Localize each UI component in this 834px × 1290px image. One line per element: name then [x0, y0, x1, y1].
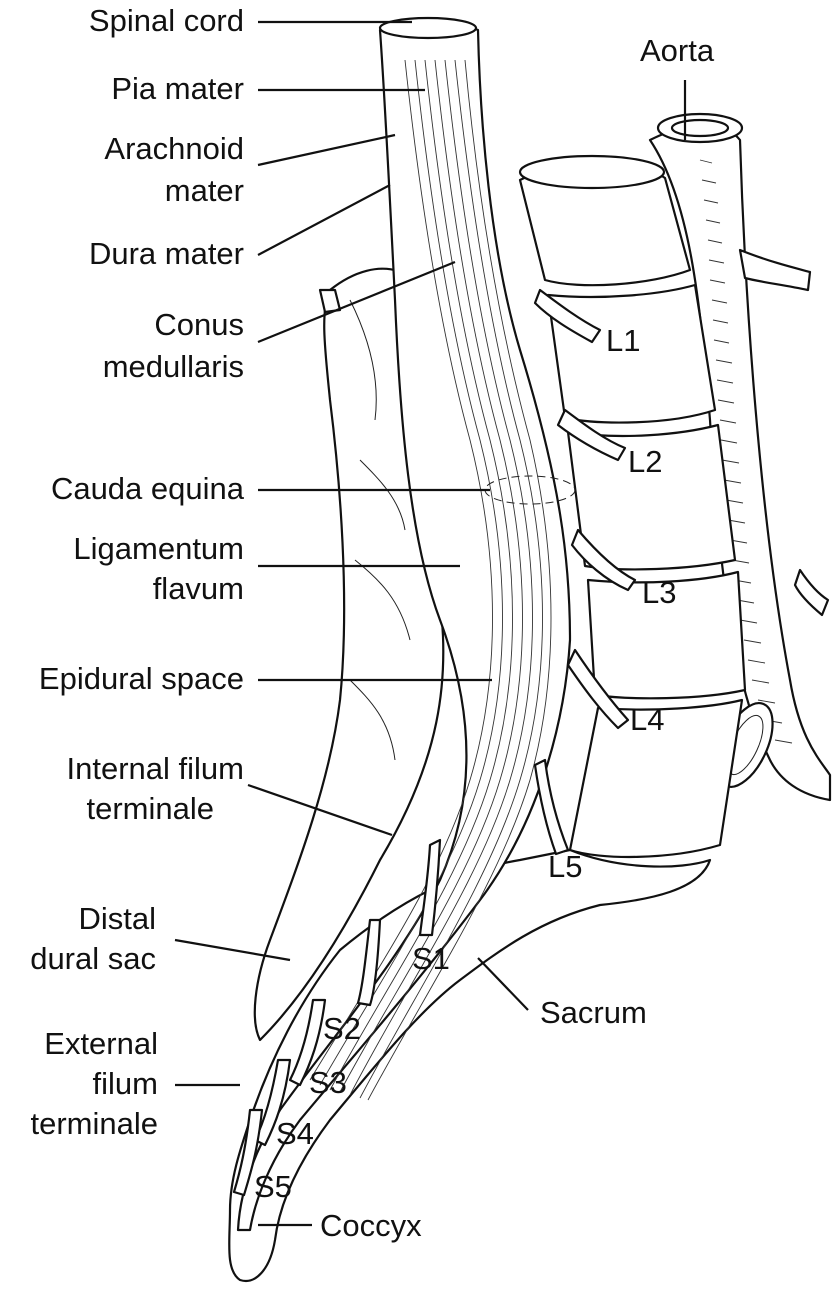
label-dura-mater: Dura mater	[88, 236, 244, 271]
leader-lines	[174, 20, 687, 1227]
label-L2: L2	[628, 444, 663, 479]
label-ligamentum-line1: Ligamentum	[73, 531, 244, 566]
sacrum-bone	[228, 848, 712, 1283]
label-pia-mater: Pia mater	[111, 71, 244, 106]
label-S5: S5	[254, 1169, 292, 1204]
label-L3: L3	[642, 575, 677, 610]
label-internal-filum-line1: Internal filum	[66, 751, 244, 786]
label-conus-line2: medullaris	[102, 349, 244, 384]
label-aorta: Aorta	[640, 33, 715, 68]
label-internal-filum-line2: terminale	[86, 791, 215, 826]
dural-sac	[236, 16, 576, 1232]
label-L1: L1	[606, 323, 641, 358]
label-arachnoid-line1: Arachnoid	[104, 131, 244, 166]
label-cauda-equina: Cauda equina	[50, 471, 244, 506]
label-epidural-space: Epidural space	[38, 661, 244, 696]
label-L4: L4	[630, 702, 665, 737]
label-spinal-cord: Spinal cord	[88, 3, 244, 38]
label-external-filum-line1: External	[44, 1026, 158, 1061]
label-S3: S3	[309, 1065, 347, 1100]
label-external-filum-line2: filum	[92, 1066, 158, 1101]
label-external-filum-line3: terminale	[30, 1106, 159, 1141]
label-distal-dural-line1: Distal	[78, 901, 156, 936]
label-coccyx: Coccyx	[320, 1208, 422, 1243]
label-conus-line1: Conus	[154, 307, 244, 342]
label-ligamentum-line2: flavum	[152, 571, 244, 606]
label-sacrum: Sacrum	[540, 995, 647, 1030]
label-arachnoid-line2: mater	[164, 173, 244, 208]
label-S2: S2	[323, 1011, 361, 1046]
label-S1: S1	[412, 941, 450, 976]
label-S4: S4	[276, 1116, 314, 1151]
label-distal-dural-line2: dural sac	[30, 941, 156, 976]
nerve-roots	[232, 288, 637, 1197]
label-L5: L5	[548, 849, 583, 884]
vertebral-bodies	[518, 154, 747, 859]
